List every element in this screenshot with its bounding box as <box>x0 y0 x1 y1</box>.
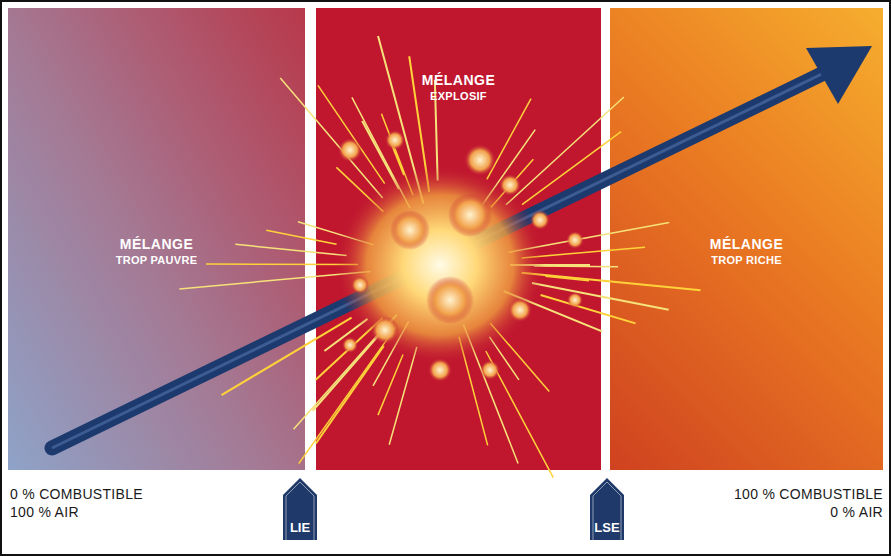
band-heading: MÉLANGE <box>610 236 883 252</box>
lse-marker <box>590 478 624 540</box>
band-heading: MÉLANGE <box>316 72 601 88</box>
limit-label: LIE <box>283 520 317 535</box>
band-subheading: EXPLOSIF <box>316 90 601 102</box>
band-subheading: TROP PAUVRE <box>8 254 305 266</box>
lie-marker <box>283 478 317 540</box>
limit-label: LSE <box>590 520 624 535</box>
composition-label: 100 % AIR <box>10 504 79 520</box>
band-subheading: TROP RICHE <box>610 254 883 266</box>
composition-label: 100 % COMBUSTIBLE <box>734 486 883 502</box>
band-heading: MÉLANGE <box>8 236 305 252</box>
composition-label: 0 % COMBUSTIBLE <box>10 486 143 502</box>
composition-label: 0 % AIR <box>830 504 883 520</box>
